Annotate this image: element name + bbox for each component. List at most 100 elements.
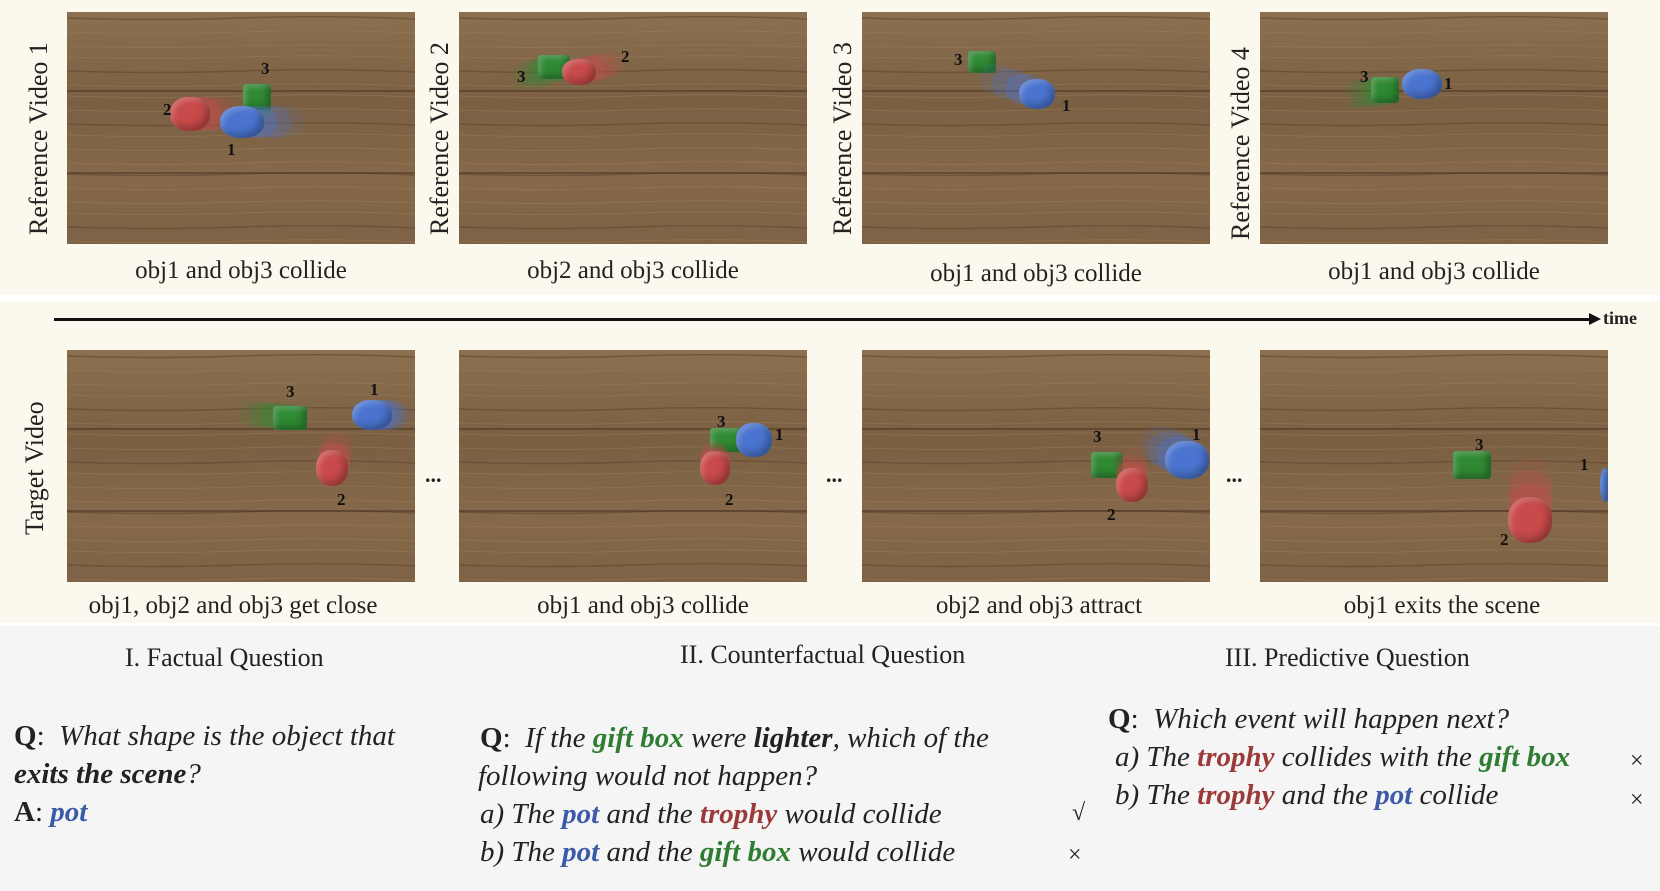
wood-grain-line: [459, 393, 807, 397]
wood-grain-line: [459, 524, 807, 528]
wood-grain-line: [67, 538, 415, 542]
predictive-question-line: Q: Which event will happen next?: [1108, 703, 1510, 735]
wood-grain-line: [1260, 186, 1608, 190]
wood-grain-line: [1260, 30, 1608, 34]
wood-grain-line: [459, 471, 807, 475]
wood-grain-line: [862, 421, 1210, 425]
wood-grain-line: [1260, 211, 1608, 215]
wood-plank-seam: [67, 428, 415, 430]
obj1-number-label: 1: [370, 380, 379, 399]
cf-a-prefix: a) The: [480, 798, 555, 830]
trophy-object: [700, 451, 730, 485]
counterfactual-question-line-2: following would not happen?: [478, 760, 818, 792]
wood-grain-line: [459, 485, 807, 489]
factual-answer: pot: [50, 796, 88, 828]
counterfactual-q-were: were: [691, 722, 747, 754]
wood-grain-line: [862, 133, 1210, 137]
wood-plank-seam: [459, 172, 807, 174]
wood-grain-line: [459, 577, 807, 581]
wood-grain-line: [862, 239, 1210, 243]
wood-grain-line: [67, 69, 415, 74]
trophy-object: [562, 59, 596, 85]
reference-caption-4: obj1 and obj3 collide: [1328, 258, 1540, 285]
wood-grain-line: [1260, 446, 1608, 450]
ellipsis-2: ...: [826, 462, 843, 487]
wood-plank-seam: [862, 428, 1210, 430]
counterfactual-option-b-cross-icon: ×: [1068, 842, 1082, 868]
gift-box-object: [1371, 77, 1399, 103]
pot-object: [1165, 441, 1209, 479]
factual-q-bold: exits the scene: [14, 758, 187, 790]
wood-grain-line: [1260, 393, 1608, 397]
obj1-number-label: 1: [1192, 425, 1201, 444]
gift-box-object: [243, 84, 271, 110]
wood-grain-line: [862, 16, 1210, 21]
wood-grain-line: [459, 122, 807, 127]
wood-grain-line: [67, 393, 415, 397]
wood-grain-line: [1260, 549, 1608, 553]
pot-object: [1600, 468, 1608, 502]
wood-grain-line: [1260, 538, 1608, 542]
predictive-option-a-cross-icon: ×: [1630, 748, 1644, 774]
wood-plank-seam: [67, 510, 415, 512]
wood-grain-line: [1260, 485, 1608, 489]
wood-grain-line: [862, 354, 1210, 359]
reference-video-4-label: Reference Video 4: [1226, 47, 1255, 240]
reference-frame-4-wood-texture: [1260, 16, 1608, 243]
wood-grain-line: [1260, 563, 1608, 568]
wood-plank-seam: [67, 90, 415, 92]
wood-plank-seam: [862, 510, 1210, 512]
timeline-axis: [54, 318, 1589, 321]
factual-q-text: What shape is the object that: [59, 720, 395, 752]
wood-grain-line: [459, 200, 807, 204]
wood-grain-line: [862, 368, 1210, 372]
wood-grain-line: [67, 94, 415, 98]
reference-video-1-label: Reference Video 1: [24, 42, 53, 235]
counterfactual-q-if: If the: [525, 722, 586, 754]
target-frame-2-wood-texture: [459, 354, 807, 581]
obj3-number-label: 3: [1360, 67, 1369, 86]
trophy-object: [170, 97, 210, 131]
wood-grain-line: [67, 16, 415, 21]
cf-b-mid: and the: [606, 836, 693, 868]
ellipsis-3: ...: [1226, 462, 1243, 487]
wood-grain-line: [459, 108, 807, 112]
target-video-label: Target Video: [20, 401, 49, 535]
factual-q-prefix: Q: [14, 720, 37, 752]
wood-grain-line: [862, 108, 1210, 112]
wood-grain-line: [67, 147, 415, 151]
pr-a-mid: collides with the: [1281, 741, 1472, 773]
wood-grain-line: [459, 549, 807, 553]
wood-grain-line: [862, 161, 1210, 165]
predictive-question-title: III. Predictive Question: [1225, 643, 1470, 672]
cf-b-obj1: pot: [562, 836, 600, 868]
wood-grain-line: [862, 432, 1210, 436]
wood-grain-line: [459, 211, 807, 215]
predictive-option-b: b) The trophy and the pot collide: [1115, 779, 1498, 812]
pr-a-obj1: trophy: [1197, 741, 1275, 773]
obj3-number-label: 3: [717, 412, 726, 431]
trophy-object: [316, 450, 348, 486]
wood-grain-line: [67, 499, 415, 503]
wood-plank-seam: [1260, 428, 1608, 430]
wood-plank-seam: [862, 172, 1210, 174]
obj1-motion-trail: [979, 64, 1015, 94]
wood-grain-line: [1260, 147, 1608, 151]
obj1-number-label: 1: [1062, 96, 1071, 115]
cf-a-obj1: pot: [562, 798, 600, 830]
wood-grain-line: [67, 382, 415, 386]
pot-object: [1019, 79, 1055, 109]
wood-grain-line: [67, 368, 415, 372]
wood-grain-line: [67, 485, 415, 489]
cf-a-obj2: trophy: [699, 798, 778, 830]
obj1-motion-trail: [260, 106, 304, 138]
gift-box-object: [1453, 451, 1491, 479]
counterfactual-option-a-check-icon: √: [1072, 800, 1086, 826]
wood-grain-line: [862, 485, 1210, 489]
predictive-q-text: Which event will happen next?: [1153, 703, 1510, 735]
